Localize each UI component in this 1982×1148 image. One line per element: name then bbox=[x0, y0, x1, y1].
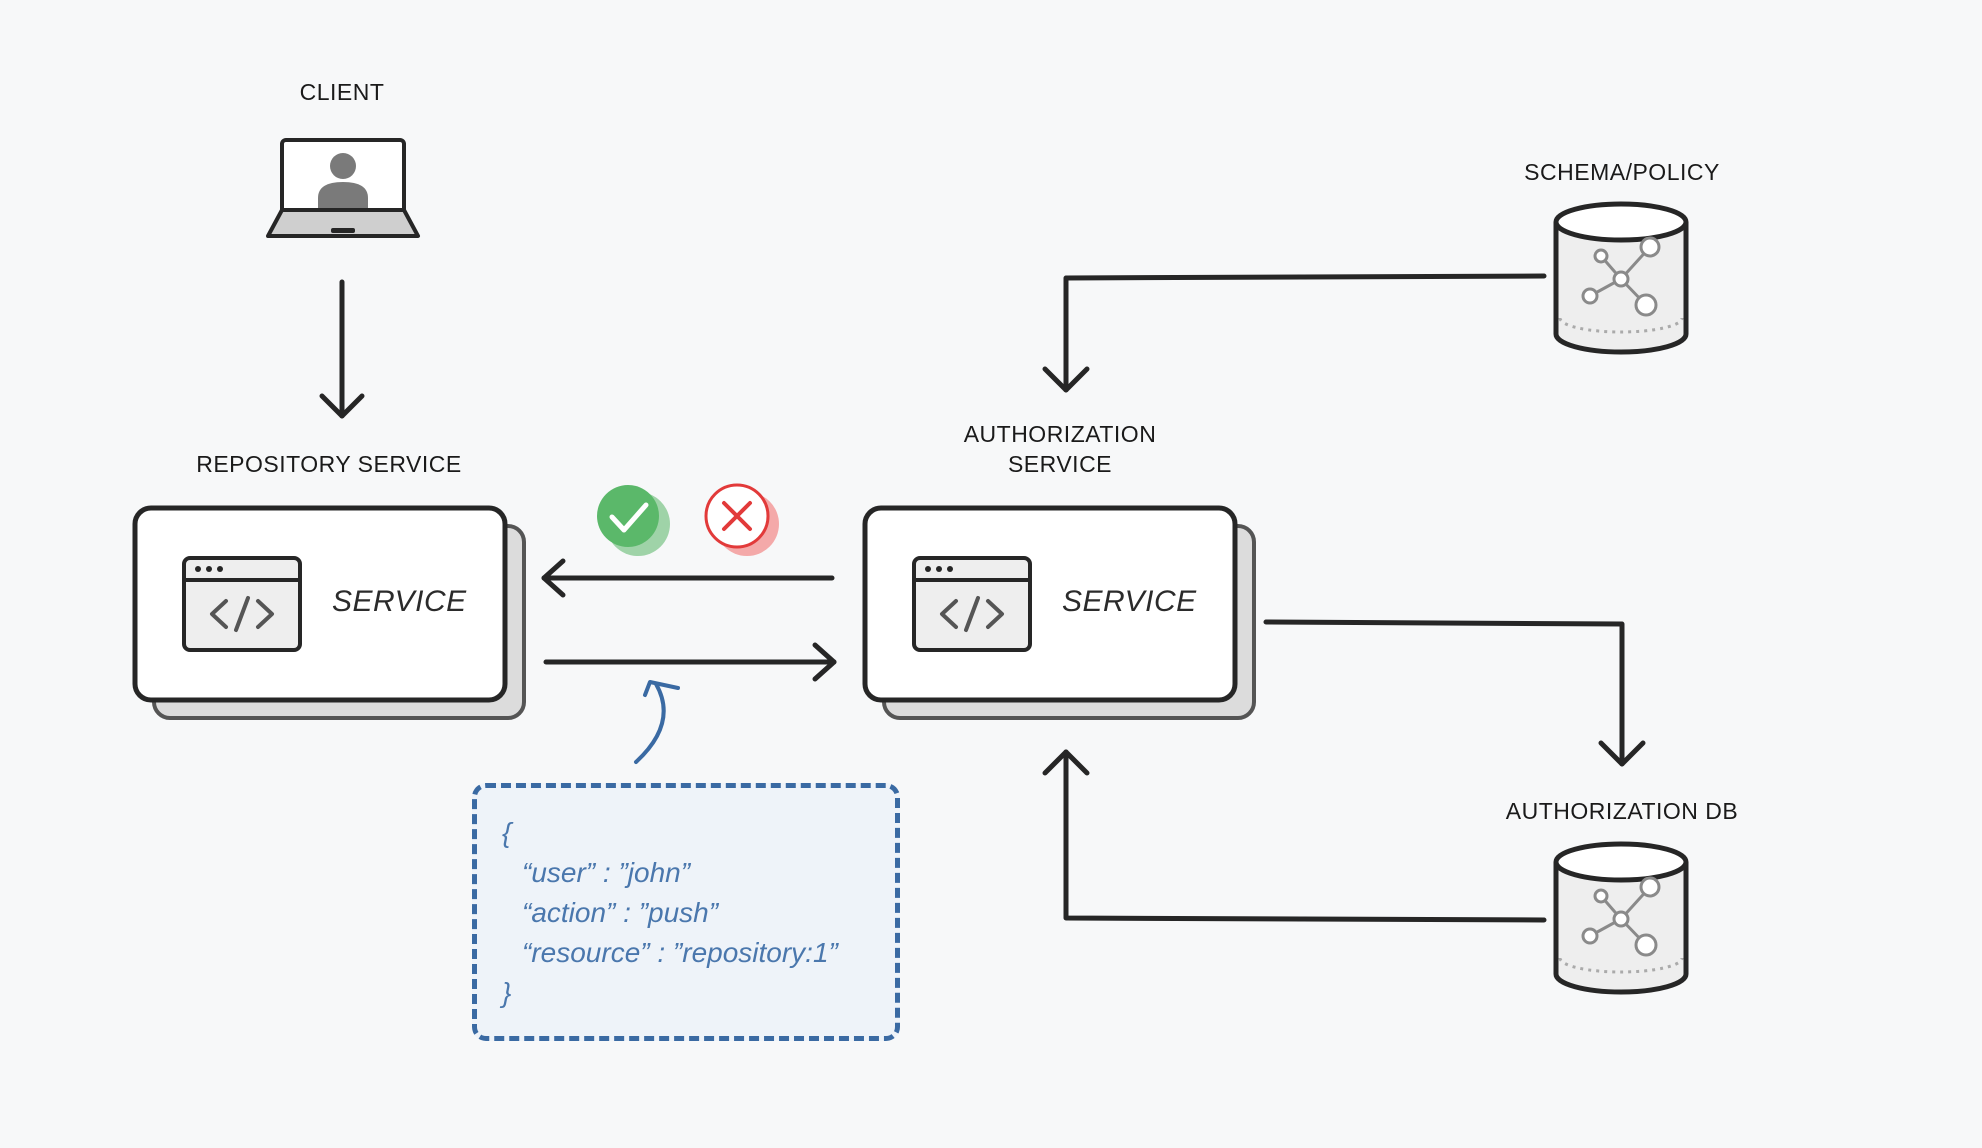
schema-to-authorization-arrow bbox=[1042, 273, 1547, 393]
client-to-repository-arrow bbox=[319, 279, 365, 419]
request-arrow bbox=[543, 642, 837, 682]
authorization-db-label: AUTHORIZATION DB bbox=[1505, 798, 1739, 824]
code-window-icon bbox=[182, 556, 302, 652]
authorization-to-db-arrow bbox=[1263, 619, 1646, 767]
repository-service-label: REPOSITORY SERVICE bbox=[196, 451, 462, 477]
payload-line-user: “user” : ”john” bbox=[522, 857, 691, 888]
repository-service-text: SERVICE bbox=[332, 585, 467, 618]
response-arrow bbox=[541, 558, 835, 598]
schema-database-icon bbox=[1553, 201, 1689, 355]
user-avatar-icon bbox=[318, 153, 368, 210]
authorization-service-card bbox=[862, 505, 1256, 720]
authorization-service-label-line2: SERVICE bbox=[1007, 451, 1113, 477]
payload-open-brace: { bbox=[502, 817, 512, 848]
request-payload-box: { “user” : ”john” “action” : ”push” “res… bbox=[472, 783, 900, 1041]
code-window-icon bbox=[912, 556, 1032, 652]
db-to-authorization-arrow bbox=[1042, 749, 1547, 923]
authorization-service-label-line1: AUTHORIZATION bbox=[963, 421, 1157, 447]
payload-line-action: “action” : ”push” bbox=[522, 897, 719, 928]
authorization-service-text: SERVICE bbox=[1062, 585, 1197, 618]
client-label: CLIENT bbox=[299, 79, 385, 105]
authorization-database-icon bbox=[1553, 841, 1689, 995]
repository-service-card bbox=[132, 505, 526, 720]
cross-icon bbox=[704, 483, 779, 556]
checkmark-icon bbox=[597, 485, 670, 556]
payload-line-resource: “resource” : ”repository:1” bbox=[522, 937, 838, 968]
payload-pointer-arrow bbox=[634, 680, 680, 764]
network-graph-icon bbox=[1581, 236, 1661, 317]
network-graph-icon bbox=[1581, 876, 1661, 957]
schema-policy-label: SCHEMA/POLICY bbox=[1524, 159, 1720, 185]
laptop-icon bbox=[266, 138, 420, 238]
payload-close-brace: } bbox=[502, 977, 512, 1008]
